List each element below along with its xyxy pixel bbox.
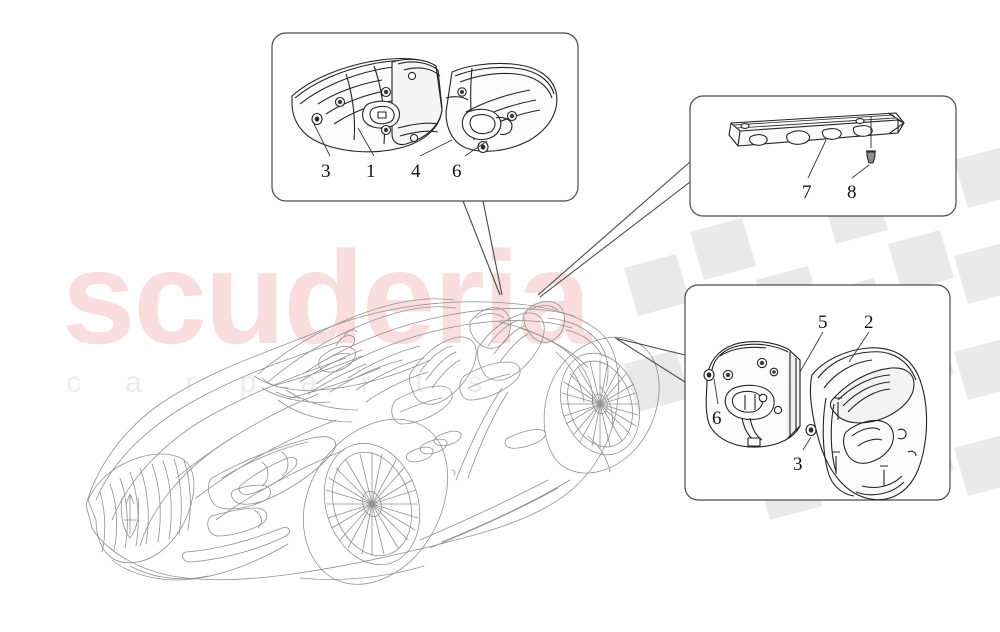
third-brake-light-bar — [728, 112, 905, 164]
tail-light-left-inner-lens — [445, 62, 558, 154]
tail-light-left-outer-lens — [291, 58, 443, 153]
label-leaders — [313, 123, 488, 157]
callout-label-8: 8 — [847, 182, 857, 203]
callout-label-3: 3 — [321, 161, 331, 182]
tail-light-right-inner-body — [703, 341, 801, 448]
callout-label-3b: 3 — [793, 454, 803, 475]
callout-label-6b: 6 — [712, 408, 722, 429]
callout-label-2: 2 — [864, 312, 874, 333]
callout-label-4: 4 — [411, 161, 421, 182]
label-leaders — [713, 331, 870, 451]
callout-label-6: 6 — [452, 161, 462, 182]
label-leaders — [807, 139, 870, 179]
callout-label-5: 5 — [818, 312, 828, 333]
callout-label-7: 7 — [802, 182, 812, 203]
tail-light-right-outer-lens — [805, 347, 928, 501]
callout-label-1: 1 — [366, 161, 376, 182]
